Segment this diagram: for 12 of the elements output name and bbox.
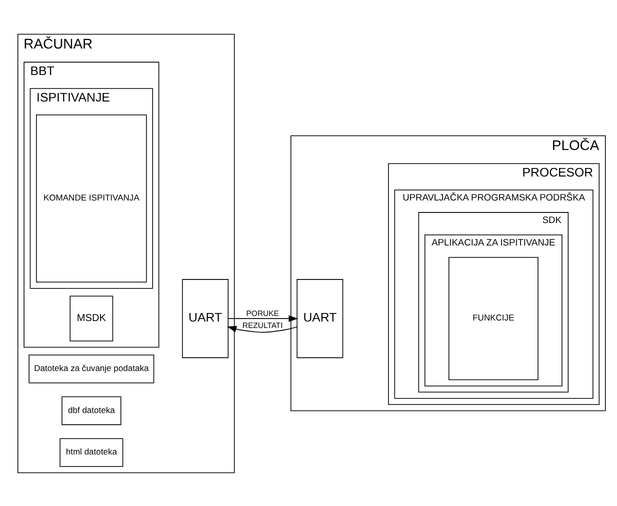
node-box: UART [182, 278, 229, 358]
arrow [228, 314, 298, 322]
edge-label: REZULTATI [242, 320, 283, 330]
node-box: MSDK [70, 295, 114, 341]
edge-label: PORUKE [246, 308, 279, 318]
node-box: UART [296, 278, 344, 358]
node-box: Datoteka za čuvanje podataka [28, 354, 154, 383]
arrow [227, 325, 298, 332]
node-box: dbf datoteka [62, 396, 122, 425]
node-box: KOMANDE ISPITIVANJA [36, 114, 147, 282]
node-box: html datoteka [60, 438, 124, 466]
node-box: FUNKCIJE [448, 256, 538, 380]
